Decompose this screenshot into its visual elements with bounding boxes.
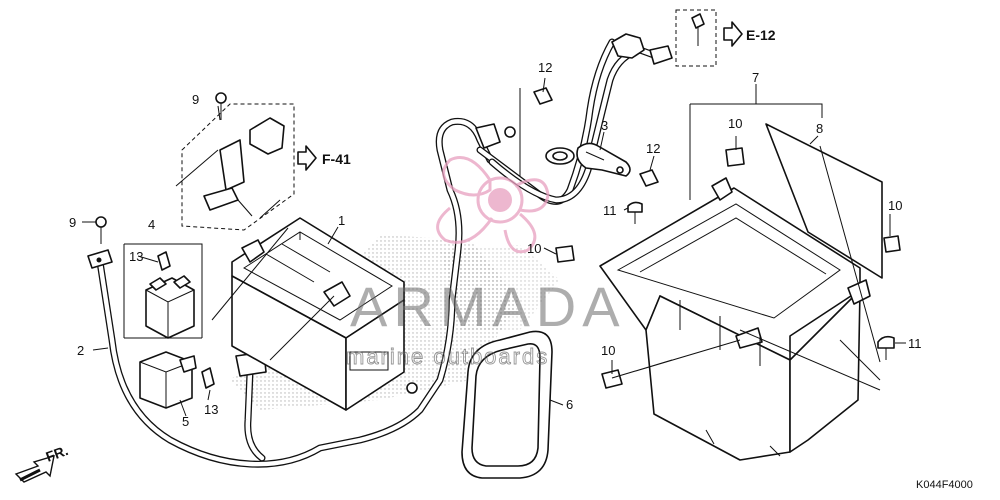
callout-12b: 12 bbox=[646, 141, 660, 156]
arrow-e12-icon bbox=[723, 21, 743, 47]
leader-lines bbox=[82, 77, 906, 417]
callout-2: 2 bbox=[77, 343, 84, 358]
bolt-12[interactable] bbox=[533, 13, 705, 187]
callout-1: 1 bbox=[338, 213, 345, 228]
battery-box-7[interactable] bbox=[599, 177, 871, 461]
relay-4[interactable] bbox=[145, 275, 195, 339]
ref-e12-label: E-12 bbox=[746, 27, 776, 43]
detail-box-f41 bbox=[181, 103, 295, 231]
callout-13a: 13 bbox=[129, 249, 143, 264]
callout-3: 3 bbox=[601, 118, 608, 133]
fr-arrow-icon bbox=[14, 454, 55, 483]
watermark-logo bbox=[436, 156, 550, 254]
battery-cable-2[interactable] bbox=[87, 117, 494, 468]
callout-12a: 12 bbox=[538, 60, 552, 75]
callout-10d: 10 bbox=[601, 343, 615, 358]
callout-11a: 11 bbox=[603, 203, 617, 218]
watermark-tagline: marine outboards bbox=[346, 344, 549, 369]
clip-nut-10[interactable] bbox=[555, 147, 901, 389]
wire-harness[interactable] bbox=[475, 33, 673, 205]
ref-f41-label: F-41 bbox=[322, 151, 351, 167]
callout-10b: 10 bbox=[888, 198, 902, 213]
terminal-cover-3[interactable] bbox=[576, 142, 631, 177]
fr-label: FR. bbox=[44, 442, 71, 465]
callout-5: 5 bbox=[182, 414, 189, 429]
grommet[interactable] bbox=[545, 147, 575, 165]
callout-9a: 9 bbox=[192, 92, 199, 107]
callout-labels: 1 2 3 4 5 6 7 8 9 9 10 10 10 10 11 11 12… bbox=[69, 60, 922, 429]
screw-11[interactable] bbox=[627, 201, 895, 360]
callout-13b: 13 bbox=[204, 402, 218, 417]
insulator-plate-8[interactable] bbox=[765, 123, 883, 279]
callout-6: 6 bbox=[566, 397, 573, 412]
relay-cover-5[interactable] bbox=[139, 351, 197, 409]
callout-10a: 10 bbox=[728, 116, 742, 131]
detail-box-e12 bbox=[675, 9, 717, 67]
diagram-code: K044F4000 bbox=[916, 479, 973, 491]
callout-11b: 11 bbox=[908, 336, 922, 351]
fuse-13[interactable] bbox=[157, 251, 215, 389]
watermark: ARMADA marine outboards bbox=[346, 156, 626, 369]
callout-7: 7 bbox=[752, 70, 759, 85]
callout-10c: 10 bbox=[527, 241, 541, 256]
callout-9b: 9 bbox=[69, 215, 76, 230]
battery-band-6[interactable] bbox=[461, 330, 553, 479]
reference-labels: E-12 F-41 FR. K044F4000 bbox=[44, 27, 973, 491]
callout-8: 8 bbox=[816, 121, 823, 136]
arrow-f41-icon bbox=[297, 145, 317, 171]
watermark-brand: ARMADA bbox=[350, 275, 626, 338]
callout-4: 4 bbox=[148, 217, 155, 232]
bolt-9[interactable] bbox=[95, 92, 227, 244]
